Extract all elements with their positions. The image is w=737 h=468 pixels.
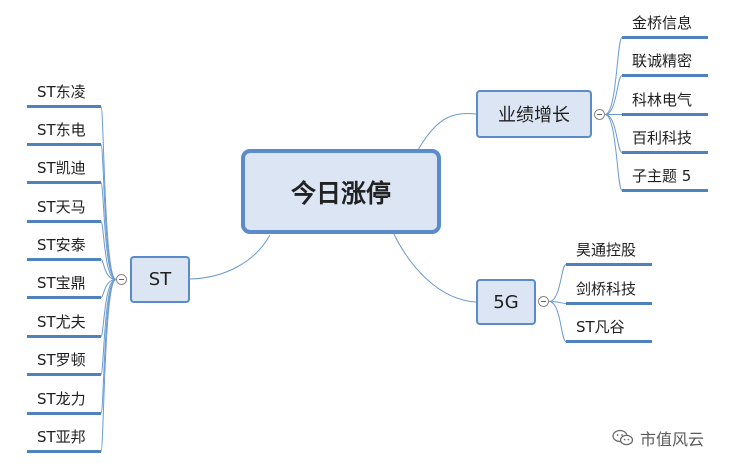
st-child-3-link xyxy=(100,182,117,280)
5g-child-3-link xyxy=(548,301,567,342)
st-child-4-link xyxy=(100,221,117,280)
branch-st[interactable]: ST xyxy=(130,256,190,303)
link-central-yeji xyxy=(417,113,477,151)
st-child-10[interactable]: ST亚邦 xyxy=(27,427,101,453)
st-child-8[interactable]: ST罗顿 xyxy=(27,350,101,376)
yeji-child-5-link xyxy=(604,114,623,191)
5g-children-links xyxy=(548,264,567,342)
watermark-text: 市值风云 xyxy=(640,430,705,449)
st-child-5-link xyxy=(100,259,117,280)
yeji-child-1[interactable]: 金桥信息 xyxy=(622,13,708,39)
branch-yeji-collapse-toggle[interactable] xyxy=(594,109,605,120)
st-child-7[interactable]: ST尤夫 xyxy=(27,312,101,338)
branch-5g[interactable]: 5G xyxy=(476,279,536,325)
st-child-2-link xyxy=(100,144,117,280)
branch-5g-collapse-toggle[interactable] xyxy=(538,296,549,307)
branch-yeji-label: 业绩增长 xyxy=(498,105,570,126)
yeji-child-2[interactable]: 联诚精密 xyxy=(622,51,708,77)
yeji-child-3[interactable]: 科林电气 xyxy=(622,90,708,116)
5g-child-1[interactable]: 昊通控股 xyxy=(566,240,652,266)
link-central-5g xyxy=(392,231,477,303)
5g-child-2[interactable]: 剑桥科技 xyxy=(566,279,652,305)
5g-child-1-link xyxy=(548,264,567,302)
5g-child-3[interactable]: ST凡谷 xyxy=(566,317,652,343)
st-child-4[interactable]: ST天马 xyxy=(27,197,101,223)
5g-child-2-link xyxy=(548,301,567,304)
branch-5g-label: 5G xyxy=(493,291,519,313)
yeji-children-links xyxy=(604,37,623,191)
branch-yeji[interactable]: 业绩增长 xyxy=(476,90,592,138)
central-topic-label: 今日涨停 xyxy=(290,178,391,208)
yeji-child-5[interactable]: 子主题 5 xyxy=(622,166,708,192)
st-child-1[interactable]: ST东凌 xyxy=(27,82,101,108)
st-child-3[interactable]: ST凯迪 xyxy=(27,158,101,184)
st-child-2[interactable]: ST东电 xyxy=(27,120,101,146)
central-topic[interactable]: 今日涨停 xyxy=(241,149,441,234)
st-child-10-link xyxy=(100,279,117,452)
yeji-child-1-link xyxy=(604,37,623,115)
st-child-5[interactable]: ST安泰 xyxy=(27,235,101,261)
branch-st-collapse-toggle[interactable] xyxy=(116,274,127,285)
link-central-st xyxy=(189,234,271,280)
yeji-child-4[interactable]: 百利科技 xyxy=(622,128,708,154)
branch-st-label: ST xyxy=(148,269,172,290)
wechat-icon xyxy=(612,429,634,446)
st-child-1-link xyxy=(100,106,117,280)
watermark: 市值风云 xyxy=(612,426,704,450)
st-children-links xyxy=(100,106,117,452)
st-child-6[interactable]: ST宝鼎 xyxy=(27,273,101,299)
st-child-9[interactable]: ST龙力 xyxy=(27,389,101,415)
yeji-child-2-link xyxy=(604,75,623,115)
